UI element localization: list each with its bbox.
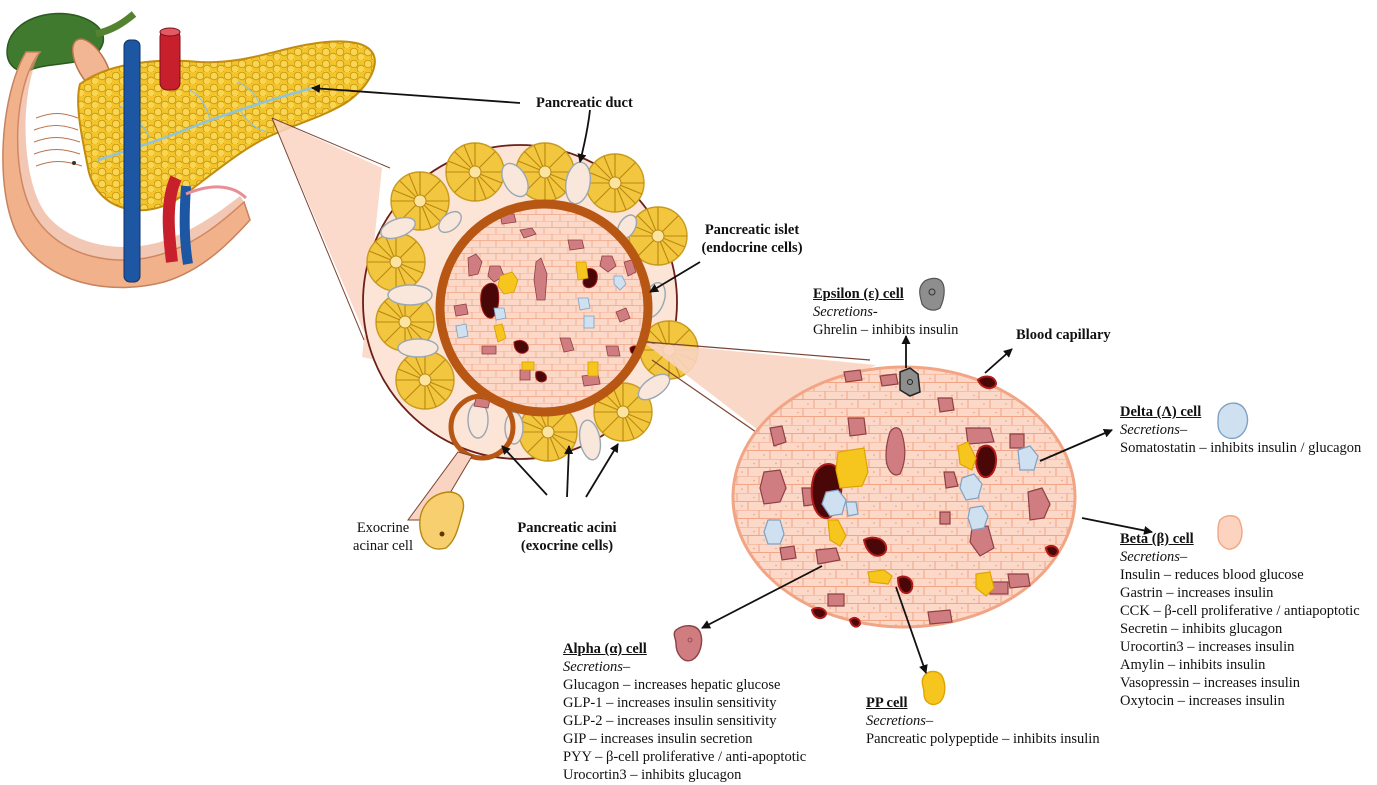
label-pancreatic-islet: Pancreatic islet (endocrine cells)	[690, 221, 814, 257]
alpha-secretion: PYY – β-cell proliferative / anti-apopto…	[563, 748, 806, 766]
label-exocrine-acinar-cell: Exocrine acinar cell	[350, 519, 416, 555]
beta-secretion: Secretin – inhibits glucagon	[1120, 620, 1360, 638]
cross-section-circle	[363, 143, 698, 461]
epsilon-secretion: Ghrelin – inhibits insulin	[813, 321, 958, 339]
beta-secretion: Gastrin – increases insulin	[1120, 584, 1360, 602]
delta-secretion: Somatostatin – inhibits insulin / glucag…	[1120, 439, 1361, 457]
beta-secretion: Oxytocin – increases insulin	[1120, 692, 1360, 710]
beta-secretions-label: Secretions–	[1120, 548, 1360, 566]
label-blood-capillary: Blood capillary	[1016, 326, 1111, 344]
label-pancreatic-duct: Pancreatic duct	[536, 94, 633, 112]
beta-secretion: Amylin – inhibits insulin	[1120, 656, 1360, 674]
pp-cell-block: PP cell Secretions– Pancreatic polypepti…	[866, 694, 1100, 748]
alpha-secretion: GIP – increases insulin secretion	[563, 730, 806, 748]
alpha-secretion: GLP-1 – increases insulin sensitivity	[563, 694, 806, 712]
alpha-cell-block: Alpha (α) cell Secretions– Glucagon – in…	[563, 640, 806, 784]
islet-enlarged	[733, 367, 1075, 627]
delta-cell-block: Delta (Λ) cell Secretions– Somatostatin …	[1120, 403, 1361, 457]
label-pancreatic-acini: Pancreatic acini (exocrine cells)	[502, 519, 632, 555]
epsilon-cell-title: Epsilon (ε) cell	[813, 285, 958, 303]
beta-secretion: Insulin – reduces blood glucose	[1120, 566, 1360, 584]
alpha-secretion: Glucagon – increases hepatic glucose	[563, 676, 806, 694]
beta-cell-block: Beta (β) cell Secretions– Insulin – redu…	[1120, 530, 1360, 710]
beta-cell-title: Beta (β) cell	[1120, 530, 1360, 548]
alpha-secretion: Urocortin3 – inhibits glucagon	[563, 766, 806, 784]
beta-secretion: Urocortin3 – increases insulin	[1120, 638, 1360, 656]
alpha-cell-title: Alpha (α) cell	[563, 640, 806, 658]
pp-secretions-label: Secretions–	[866, 712, 1100, 730]
delta-cell-title: Delta (Λ) cell	[1120, 403, 1361, 421]
beta-secretion: Vasopressin – increases insulin	[1120, 674, 1360, 692]
alpha-secretions-label: Secretions–	[563, 658, 806, 676]
alpha-secretion: GLP-2 – increases insulin sensitivity	[563, 712, 806, 730]
pp-cell-title: PP cell	[866, 694, 1100, 712]
pp-secretion: Pancreatic polypeptide – inhibits insuli…	[866, 730, 1100, 748]
epsilon-cell-block: Epsilon (ε) cell Secretions- Ghrelin – i…	[813, 285, 958, 339]
epsilon-secretions-label: Secretions-	[813, 303, 958, 321]
delta-secretions-label: Secretions–	[1120, 421, 1361, 439]
beta-secretion: CCK – β-cell proliferative / antiapoptot…	[1120, 602, 1360, 620]
